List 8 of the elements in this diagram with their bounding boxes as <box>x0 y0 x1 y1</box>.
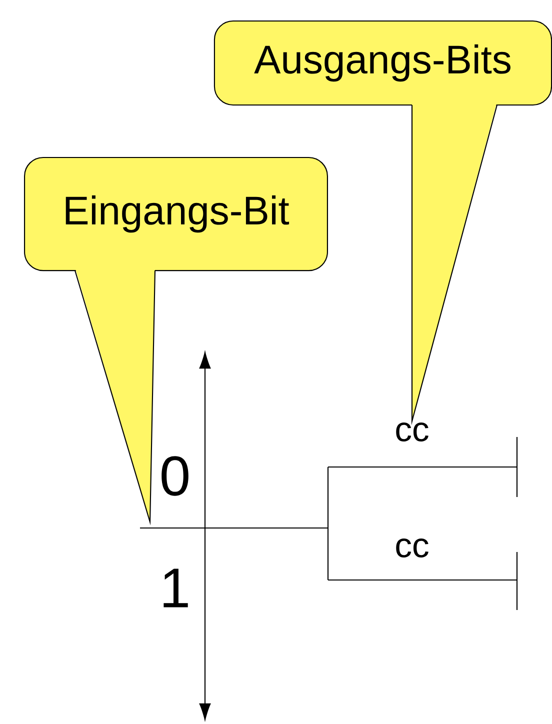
bit-label: 0 <box>162 456 188 496</box>
callout-bubble: Ausgangs-Bits <box>214 20 552 106</box>
bit-label: 1 <box>164 568 188 608</box>
bit-label: cc <box>396 538 428 558</box>
bit-label: cc <box>396 422 428 442</box>
callout-bubble: Eingangs-Bit <box>24 156 328 272</box>
callout-tail <box>411 102 498 426</box>
callout-tail <box>74 268 156 526</box>
